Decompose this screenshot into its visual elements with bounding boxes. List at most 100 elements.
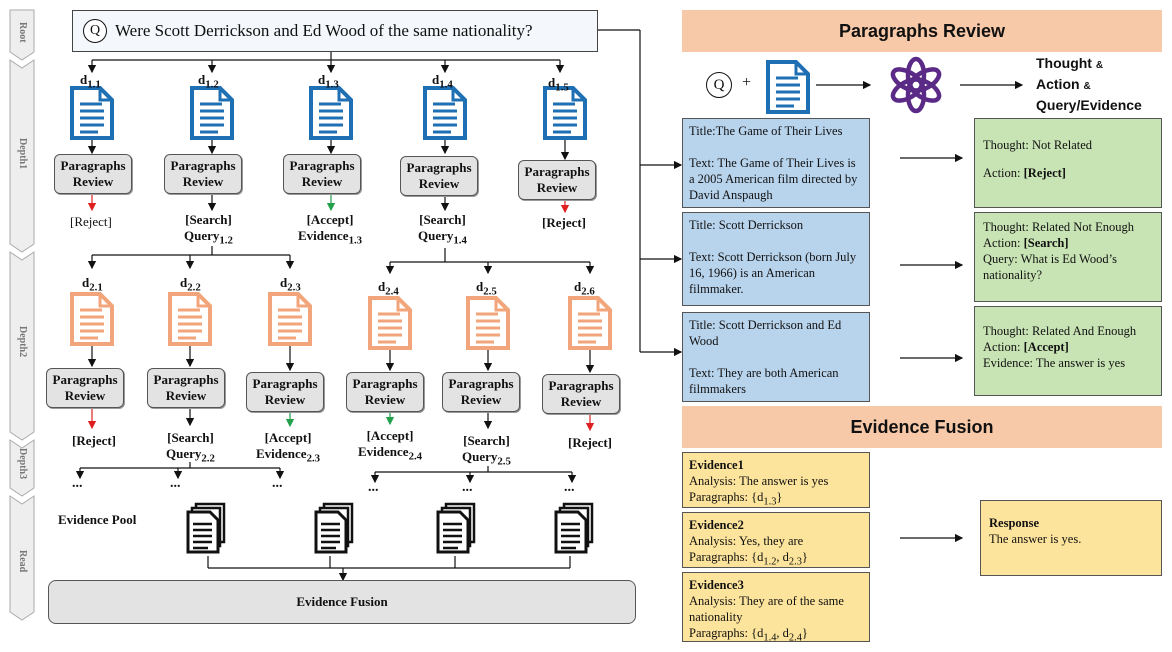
action-text: Action: [Search] [983,236,1069,250]
action-reject-d26: [Reject] [568,435,613,450]
stage-label-depth1: Depth1 [17,138,28,170]
paragraph-card: Title: Scott Derrickson Text: Scott Derr… [682,212,870,306]
document-icon [168,292,212,346]
evidence-analysis: Analysis: The answer is yes [689,474,829,488]
evidence-fusion-header: Evidence Fusion [682,406,1162,448]
paragraph-card: Title: Scott Derrickson and Ed Wood Text… [682,312,870,402]
evidence-paragraphs: Paragraphs: {d1.3} [689,490,783,508]
stage-sidebar [9,9,35,621]
more-ellipsis: ... [170,476,181,491]
action-text: Action: [Reject] [983,166,1066,180]
action-reject-d21: [Reject] [72,433,117,448]
node-d14: d1.4 [432,72,453,91]
paragraphs-review-d14: Paragraphs Review [400,156,478,196]
paragraphs-review-d15: Paragraphs Review [518,160,596,200]
stage-label-read: Read [17,550,28,573]
paragraphs-review-header: Paragraphs Review [682,10,1162,52]
paragraphs-review-d21: Paragraphs Review [46,368,124,408]
more-ellipsis: ... [462,480,473,495]
document-icon [543,86,587,140]
paragraph-title: Title:The Game of Their Lives [689,124,843,138]
action-text: Action: [Accept] [983,340,1069,354]
paragraphs-review-d26: Paragraphs Review [542,374,620,414]
document-icon [466,296,510,350]
stage-label-depth2: Depth2 [17,326,28,358]
more-ellipsis: ... [564,480,575,495]
paragraph-title: Title: Scott Derrickson [689,218,804,232]
node-d13: d1.3 [318,72,339,91]
document-icon [70,86,114,140]
more-ellipsis: ... [272,476,283,491]
action-accept-d13: [Accept]Evidence1.3 [298,212,363,247]
evidence-pool-label: Evidence Pool [58,512,137,527]
paragraphs-review-d11: Paragraphs Review [54,154,132,194]
action-search-d14: [Search]Query1.4 [418,212,467,247]
question-icon: Q [83,19,107,43]
question-text: Were Scott Derrickson and Ed Wood of the… [115,21,533,40]
evidence-stack-icon [186,502,226,554]
thought-text: Thought: Related Not Enough [983,220,1135,234]
review-result-card: Thought: Related And Enough Action: [Acc… [974,306,1162,396]
paragraphs-review-d25: Paragraphs Review [442,372,520,412]
evidence-analysis: Analysis: Yes, they are [689,534,804,548]
action-search-d22: [Search]Query2.2 [166,430,215,465]
node-d22: d2.2 [180,275,201,294]
evidence-title: Evidence2 [689,518,744,532]
paragraphs-review-d24: Paragraphs Review [346,372,424,412]
paragraphs-review-d22: Paragraphs Review [147,368,225,408]
document-icon [70,292,114,346]
paragraph-card: Title:The Game of Their Lives Text: The … [682,118,870,208]
node-d23: d2.3 [280,275,301,294]
document-icon [568,296,612,350]
more-ellipsis: ... [72,476,83,491]
paragraph-title: Title: Scott Derrickson and Ed Wood [689,318,842,348]
document-icon [368,296,412,350]
evidence-stack-icon [314,502,354,554]
node-d24: d2.4 [378,279,399,298]
node-d25: d2.5 [476,279,497,298]
stage-label-root: Root [17,22,28,43]
node-d26: d2.6 [574,279,595,298]
evidence-title: Evidence1 [689,458,744,472]
action-reject-d15: [Reject] [542,215,587,230]
stage-label-depth3: Depth3 [17,448,28,480]
paragraphs-review-d13: Paragraphs Review [283,154,361,194]
review-result-card: Thought: Not Related Action: [Reject] [974,118,1162,208]
paragraph-text: Text: They are both American filmmakers [689,366,839,396]
more-ellipsis: ... [368,480,379,495]
evidence-title: Evidence3 [689,578,744,592]
evidence-analysis: Analysis: They are of the same nationali… [689,594,844,624]
plus-sign: + [742,74,752,91]
llm-icon [890,56,942,114]
evidence-stack-icon [436,502,476,554]
paragraphs-review-d12: Paragraphs Review [164,154,242,194]
action-search-d25: [Search]Query2.5 [462,433,511,468]
evidence-card: Evidence3 Analysis: They are of the same… [682,572,870,644]
action-reject-d11: [Reject] [70,214,112,229]
response-title: Response [989,516,1040,530]
evidence-paragraphs: Paragraphs: {d1.4, d2.4} [689,626,808,644]
action-accept-d23: [Accept]Evidence2.3 [256,430,321,465]
paragraph-text: Text: Scott Derrickson (born July 16, 19… [689,250,857,296]
thought-text: Thought: Related And Enough [983,324,1137,338]
response-card: Response The answer is yes. [980,500,1162,576]
thought-text: Thought: Not Related [983,138,1093,152]
paragraphs-review-d23: Paragraphs Review [246,372,324,412]
action-search-d12: [Search]Query1.2 [184,212,233,247]
document-icon [766,60,810,114]
node-d15: d1.5 [548,75,569,94]
node-d11: d1.1 [80,72,101,91]
evidence-card: Evidence2 Analysis: Yes, they are Paragr… [682,512,870,568]
evidence-card: Evidence1 Analysis: The answer is yes Pa… [682,452,870,508]
evidence-paragraphs: Paragraphs: {d1.2, d2.3} [689,550,808,568]
question-icon: Q [706,72,732,98]
node-d12: d1.2 [198,72,219,91]
paragraph-text: Text: The Game of Their Lives is a 2005 … [689,156,858,202]
document-icon [268,292,312,346]
document-icon [309,86,353,140]
document-icon [190,86,234,140]
query-text: Query: What is Ed Wood’s nationality? [983,252,1117,282]
evidence-stack-icon [554,502,594,554]
review-result-card: Thought: Related Not Enough Action: [Sea… [974,212,1162,302]
